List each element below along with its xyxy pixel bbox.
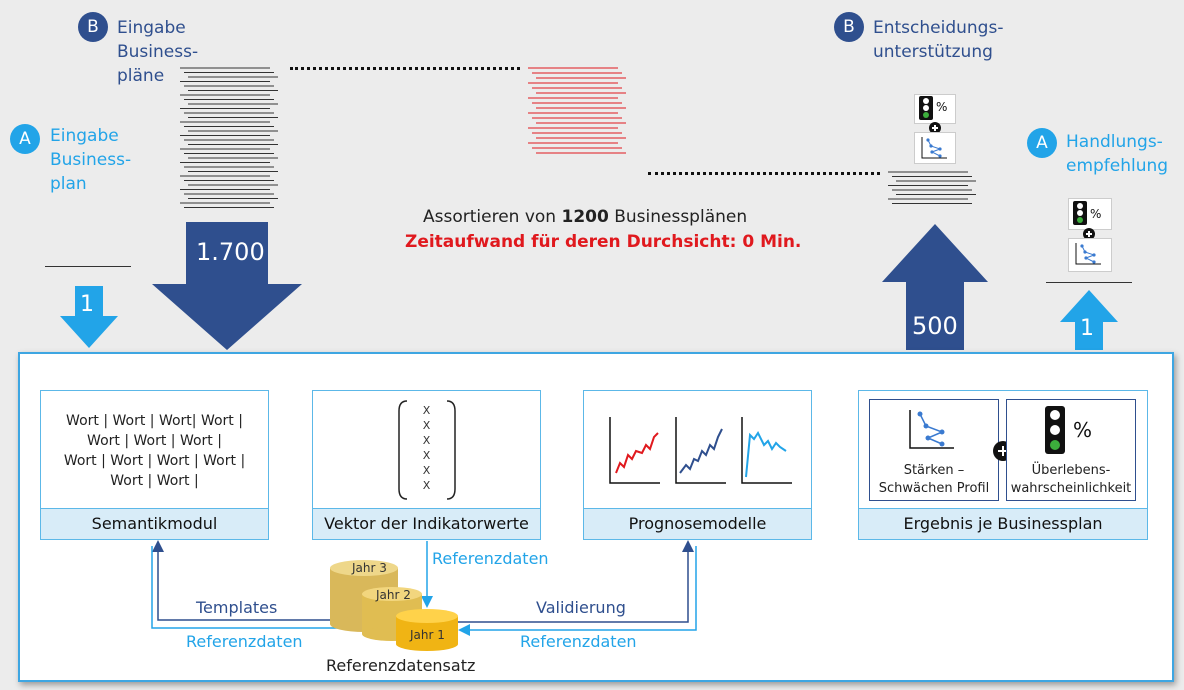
word-list: Wort | Wort | Wort| Wort | Wort | Wort |… bbox=[41, 411, 268, 491]
label-line: Business- bbox=[50, 150, 132, 170]
stack-result-b bbox=[888, 171, 976, 204]
arrow-down-small bbox=[60, 286, 118, 348]
label-referenzdaten-right: Referenzdaten bbox=[520, 632, 637, 651]
vector-x: X bbox=[422, 464, 431, 477]
arrow-count-right-b: 500 bbox=[912, 312, 958, 340]
badge-a-left: A bbox=[10, 124, 40, 154]
vector-x: X bbox=[422, 479, 431, 492]
dotted-connector-mid bbox=[648, 172, 880, 175]
badge-a-right: A bbox=[1027, 128, 1057, 158]
label-line: Eingabe bbox=[117, 18, 186, 38]
center-number: 1200 bbox=[561, 207, 609, 227]
center-post: Businessplänen bbox=[608, 207, 748, 227]
profile-chart-card-a bbox=[1068, 238, 1112, 272]
percent-icon: % bbox=[1090, 207, 1102, 221]
caption-line: Schwächen Profil bbox=[878, 481, 990, 496]
module-prognose: Prognosemodelle bbox=[583, 390, 812, 540]
caption-line: Überlebens- bbox=[1031, 463, 1111, 478]
db-label-jahr1: Jahr 1 bbox=[410, 628, 445, 642]
arrow-down-large bbox=[152, 222, 302, 350]
label-entscheidungsunterstuetzung: Entscheidungs- unterstützung bbox=[873, 16, 1003, 64]
db-label-jahr3: Jahr 3 bbox=[352, 561, 387, 575]
arrow-up-small bbox=[1060, 290, 1118, 350]
percent-icon: % bbox=[1073, 418, 1093, 442]
label-referenzdatensatz: Referenzdatensatz bbox=[326, 656, 476, 675]
badge-b-right: B bbox=[834, 12, 864, 42]
label-line: empfehlung bbox=[1066, 156, 1169, 176]
arrow-count-left-a: 1 bbox=[80, 292, 94, 317]
survival-caption: Überlebens- wahrscheinlichkeit bbox=[1007, 462, 1135, 498]
arrow-count-right-a: 1 bbox=[1080, 316, 1094, 341]
center-caption: Assortieren von 1200 Businessplänen bbox=[423, 207, 747, 227]
label-referenzdaten-left: Referenzdaten bbox=[186, 632, 303, 651]
arrow-count-left-b: 1.700 bbox=[196, 238, 265, 266]
plus-icon bbox=[929, 122, 941, 134]
vector-x: X bbox=[422, 419, 431, 432]
label-templates: Templates bbox=[196, 598, 278, 617]
label-line: unterstützung bbox=[873, 42, 993, 62]
label-eingabe-businessplaene: Eingabe Business- pläne bbox=[117, 16, 198, 88]
profile-chart-icon bbox=[1075, 243, 1101, 265]
module-title: Prognosemodelle bbox=[584, 508, 811, 539]
label-handlungsempfehlung: Handlungs- empfehlung bbox=[1066, 130, 1168, 178]
word-line: Wort | Wort | Wort| Wort | bbox=[66, 413, 243, 429]
dotted-connector-top bbox=[290, 67, 520, 70]
label-line: Entscheidungs- bbox=[873, 18, 1004, 38]
module-semantik: Wort | Wort | Wort| Wort | Wort | Wort |… bbox=[40, 390, 269, 540]
caption-line: wahrscheinlichkeit bbox=[1010, 481, 1132, 496]
label-validierung: Validierung bbox=[536, 598, 626, 617]
caption-line: Stärken – bbox=[903, 463, 965, 478]
profile-chart-icon bbox=[921, 137, 947, 159]
survival-card: % Überlebens- wahrscheinlichkeit bbox=[1006, 399, 1136, 501]
label-line: pläne bbox=[117, 66, 165, 86]
label-referenzdaten-top: Referenzdaten bbox=[432, 549, 549, 568]
module-vektor: X X X X X X Vektor der Indikatorwerte bbox=[312, 390, 541, 540]
label-line: Handlungs- bbox=[1066, 132, 1163, 152]
badge-b-left: B bbox=[78, 12, 108, 42]
word-line: Wort | Wort | Wort | Wort | bbox=[63, 453, 246, 469]
vector-x: X bbox=[422, 449, 431, 462]
profile-chart-icon bbox=[909, 410, 954, 449]
traffic-light-icon bbox=[1045, 406, 1065, 454]
vector-bracket-icon bbox=[398, 400, 456, 500]
vector-x: X bbox=[422, 434, 431, 447]
vector-x: X bbox=[422, 404, 431, 417]
plus-icon bbox=[1083, 228, 1095, 240]
arrow-up-large bbox=[882, 224, 988, 350]
center-pre: Assortieren von bbox=[423, 207, 562, 227]
profile-card: Stärken – Schwächen Profil bbox=[869, 399, 999, 501]
percent-icon: % bbox=[936, 100, 948, 114]
single-result-line bbox=[1046, 282, 1132, 283]
module-title: Vektor der Indikatorwerte bbox=[313, 508, 540, 539]
label-line: plan bbox=[50, 174, 87, 194]
label-eingabe-businessplan: Eingabe Business- plan bbox=[50, 124, 131, 196]
profile-caption: Stärken – Schwächen Profil bbox=[870, 462, 998, 498]
vector-entries: X X X X X X bbox=[313, 403, 540, 493]
db-label-jahr2: Jahr 2 bbox=[376, 588, 411, 602]
module-title: Semantikmodul bbox=[41, 508, 268, 539]
traffic-light-icon bbox=[919, 96, 933, 120]
label-line: Eingabe bbox=[50, 126, 119, 146]
word-line: Wort | Wort | bbox=[110, 473, 199, 489]
module-title: Ergebnis je Businessplan bbox=[859, 508, 1147, 539]
center-red-caption: Zeitaufwand für deren Durchsicht: 0 Min. bbox=[405, 232, 802, 252]
stack-of-plans bbox=[180, 67, 278, 208]
word-line: Wort | Wort | Wort | bbox=[87, 433, 222, 449]
single-plan-line bbox=[45, 266, 131, 267]
forecast-charts-icon bbox=[609, 417, 792, 484]
label-line: Business- bbox=[117, 42, 199, 62]
red-stack bbox=[528, 67, 626, 154]
profile-chart-card-b bbox=[914, 132, 956, 164]
module-ergebnis: Stärken – Schwächen Profil % Überlebens-… bbox=[858, 390, 1148, 540]
traffic-light-icon bbox=[1073, 201, 1087, 225]
